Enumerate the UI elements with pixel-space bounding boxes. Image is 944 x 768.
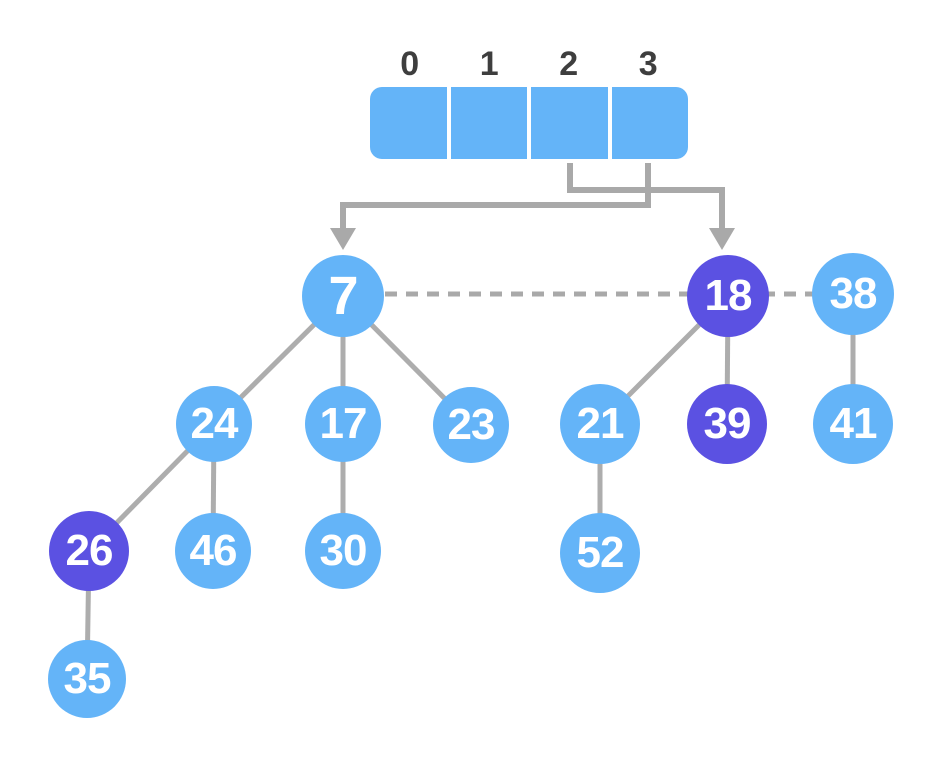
- node-24: 24: [176, 386, 252, 462]
- bucket3-arrow: [330, 163, 651, 250]
- index-label-2: 2: [559, 45, 579, 83]
- index-label-1: 1: [479, 45, 499, 83]
- node-35: 35: [48, 640, 126, 718]
- node-21: 21: [560, 384, 640, 464]
- array-cell-1: [450, 87, 527, 159]
- array-cell-2: [531, 87, 608, 159]
- node-39: 39: [687, 384, 767, 464]
- node-7: 7: [302, 255, 384, 337]
- node-38: 38: [812, 253, 894, 335]
- node-30: 30: [305, 513, 381, 589]
- index-label-0: 0: [400, 45, 420, 83]
- node-18: 18: [687, 255, 769, 337]
- index-label-3: 3: [638, 45, 658, 83]
- node-52: 52: [560, 513, 640, 593]
- node-41: 41: [813, 384, 893, 464]
- arrowhead-icon: [330, 228, 356, 250]
- node-26: 26: [49, 511, 129, 591]
- bucket-array: [370, 87, 688, 159]
- array-index-labels: 0 1 2 3: [370, 44, 688, 84]
- arrowhead-icon: [709, 228, 735, 250]
- node-46: 46: [175, 513, 251, 589]
- node-17: 17: [305, 386, 381, 462]
- array-cell-0: [370, 87, 447, 159]
- array-cell-3: [611, 87, 688, 159]
- node-23: 23: [433, 387, 509, 463]
- tree-edges: [84, 294, 856, 680]
